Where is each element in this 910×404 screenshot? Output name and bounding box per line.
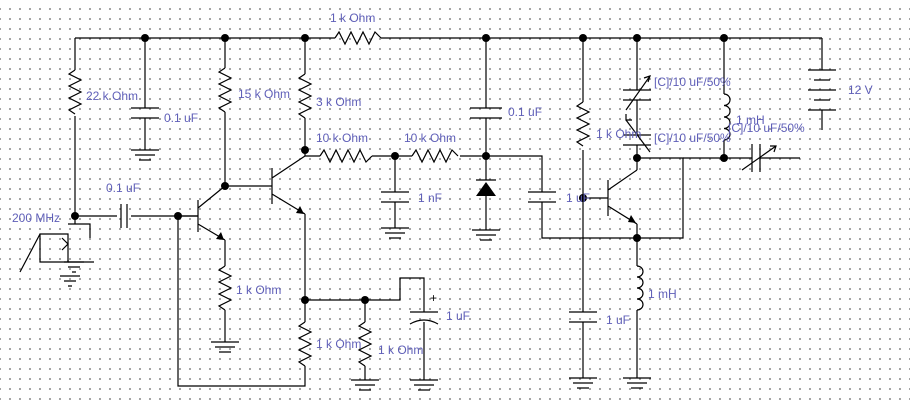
variable-capacitor-c-var2 <box>623 114 651 153</box>
label-c-var2: [C]/10 uF/50% <box>654 131 731 145</box>
label-r-f1: 10 k Ohm <box>316 131 368 145</box>
label-battery: 12 V <box>848 83 873 97</box>
inductor-l-choke <box>636 265 644 311</box>
q2-emitter-arrow <box>296 206 304 214</box>
resistor-r-coll <box>297 73 313 119</box>
label-r-emit1: 1 k Ohm <box>236 283 281 297</box>
wires <box>67 37 823 387</box>
label-r-osc-bias: 1 k Ohm <box>596 127 641 141</box>
label-r-top: 1 k Ohm <box>330 11 375 25</box>
q3-emitter-arrow <box>628 215 636 223</box>
label-source: 200 MHz <box>12 211 60 225</box>
label-l-choke: 1 mH <box>648 287 677 301</box>
label-l-tank: 1 mH <box>736 113 765 127</box>
label-r-emit2: 1 k Ohm <box>316 337 361 351</box>
label-c-elec: 1 uF <box>446 309 470 323</box>
label-c-dec1: 0.1 uF <box>164 111 198 125</box>
label-r-emit3: 1 k Ohm <box>378 343 423 357</box>
label-c-var3: [C]/10 uF/50% <box>728 121 805 135</box>
capacitor-c-dec2 <box>470 107 502 119</box>
capacitor-c-dec1 <box>131 107 159 119</box>
label-r-coll: 3 k Ohm <box>316 95 361 109</box>
ac-source <box>19 233 69 273</box>
variable-capacitor-c-var3 <box>741 144 777 172</box>
label-r-bias1: 22 k Ohm <box>86 89 138 103</box>
capacitor-c-f1 <box>381 191 409 203</box>
capacitor-c-in <box>120 204 128 228</box>
capacitor-c-couple <box>528 191 556 203</box>
label-c-f1: 1 nF <box>418 191 442 205</box>
resistor-r-top <box>334 30 382 46</box>
label-c-couple: 1 uF <box>566 191 590 205</box>
resistor-r-f2 <box>411 148 459 164</box>
junction-dots <box>71 34 728 304</box>
battery-12v <box>808 69 836 111</box>
variable-capacitor-c-var1 <box>623 75 651 111</box>
diode <box>476 179 496 196</box>
resistor-r-emit1 <box>217 265 233 311</box>
capacitor-c-byp <box>569 311 597 323</box>
resistor-r-f1 <box>319 148 373 164</box>
label-c-dec2: 0.1 uF <box>508 105 542 119</box>
label-r-bias2: 15 k Ohm <box>238 87 290 101</box>
label-c-var1: [C]/10 uF/50% <box>654 75 731 89</box>
resistor-r-osc-bias <box>575 101 591 147</box>
plus-sign: + <box>430 291 437 305</box>
label-r-f2: 10 k Ohm <box>404 131 456 145</box>
q1-emitter-arrow <box>216 232 224 240</box>
label-c-in: 0.1 uF <box>106 181 140 195</box>
resistor-r-emit2 <box>297 321 313 367</box>
resistor-r-emit3 <box>357 321 373 367</box>
capacitor-c-elec <box>409 311 439 325</box>
label-c-byp: 1 uF <box>606 313 630 327</box>
ground-symbols <box>60 149 651 391</box>
resistor-r-bias2 <box>217 67 233 113</box>
inductor-l-tank <box>723 93 731 141</box>
resistor-r-bias1 <box>67 69 83 115</box>
